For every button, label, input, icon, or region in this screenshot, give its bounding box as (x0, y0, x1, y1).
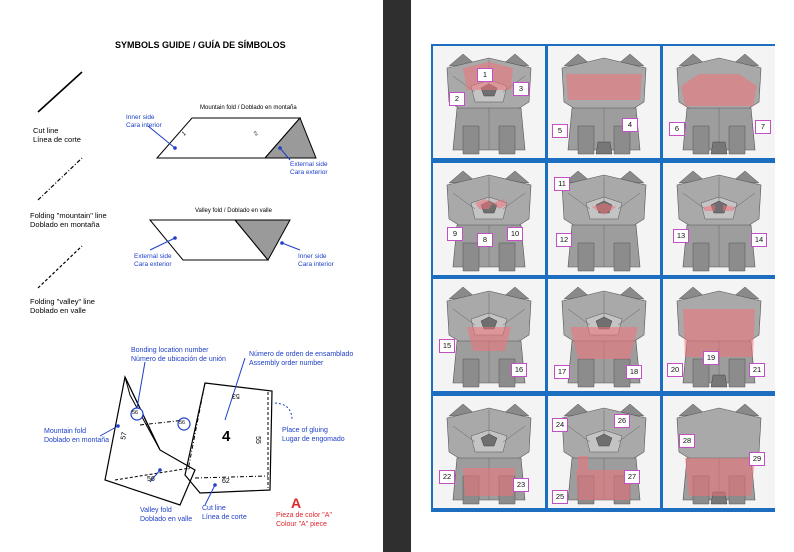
step-number-label: 25 (552, 490, 568, 504)
bulldog-model-image (433, 279, 545, 391)
symbols-guide-page: SYMBOLS GUIDE / GUÍA DE SÍMBOLOS Cut lin… (0, 0, 383, 552)
step-panel: 13 14 (663, 163, 775, 275)
bond-number-56b: 56 (179, 420, 185, 426)
external-side-label-2-es: Cara exterior (134, 261, 172, 268)
step-number-label: 2 (449, 92, 465, 106)
step-number-label: 10 (507, 227, 523, 241)
valley-line-sample (38, 246, 82, 288)
step-number-label: 9 (447, 227, 463, 241)
bulldog-model-image (663, 46, 775, 158)
bulldog-model-image (433, 163, 545, 275)
piece-left-outline (105, 377, 195, 505)
mountain-fold-title: Mountain fold / Doblado en montaña (200, 105, 297, 112)
inner-side-label-2-es: Cara interior (298, 261, 334, 268)
place-of-gluing-label-es: Lugar de engomado (282, 436, 345, 444)
external-side-label: External side (290, 161, 328, 168)
step-number-label: 28 (679, 434, 695, 448)
step-number-label: 24 (552, 418, 568, 432)
mountain-fold-label: Mountain fold (44, 428, 86, 436)
step-number-label: 29 (749, 452, 765, 466)
step-number-label: 8 (477, 233, 493, 247)
step-number-label: 21 (749, 363, 765, 377)
mountain-line-sample (38, 158, 82, 200)
guide-title: SYMBOLS GUIDE / GUÍA DE SÍMBOLOS (115, 40, 286, 50)
step-number-label: 7 (755, 120, 771, 134)
step-number-label: 1 (477, 68, 493, 82)
step-number-label: 15 (439, 339, 455, 353)
external-side-label-es: Cara exterior (290, 169, 328, 176)
cut-line-bottom-label-es: Línea de corte (202, 514, 247, 522)
step-number-label: 27 (624, 470, 640, 484)
bonding-location-label-es: Número de ubicación de unión (131, 356, 226, 364)
valley-fold-label-es: Doblado en valle (140, 516, 192, 524)
edge-number-62: 62 (222, 478, 230, 486)
bonding-location-label: Bonding location number (131, 347, 208, 355)
step-number-label: 18 (626, 365, 642, 379)
step-number-label: 16 (511, 363, 527, 377)
cut-line-sample (38, 72, 82, 112)
inner-side-label: Inner side (126, 114, 155, 121)
step-number-label: 22 (439, 470, 455, 484)
assembly-order-label: Assembly order number (249, 360, 323, 368)
mountain-fold-flap (265, 118, 316, 158)
step-number-label: 19 (703, 351, 719, 365)
piece-color-label: Colour "A" piece (276, 521, 327, 529)
edge-number-57: 57 (120, 431, 129, 440)
step-number-label: 12 (556, 233, 572, 247)
assembly-order-number: 4 (222, 428, 230, 445)
step-number-label: 5 (552, 124, 568, 138)
step-number-label: 17 (554, 365, 570, 379)
mountain-line-label-es: Doblado en montaña (30, 221, 100, 230)
mountain-fold-label-es: Doblado en montaña (44, 437, 109, 445)
valley-fold-label: Valley fold (140, 507, 172, 515)
inner-side-label-2: Inner side (298, 253, 327, 260)
step-number-label: 6 (669, 122, 685, 136)
piece-letter: A (291, 495, 301, 511)
cut-line-bottom-label: Cut line (202, 505, 226, 513)
step-panel: 19 20 21 (663, 279, 775, 391)
step-panel: 28 29 (663, 396, 775, 508)
guide-drawing (0, 0, 383, 552)
inner-side-label-es: Cara interior (126, 122, 162, 129)
bulldog-model-image (663, 163, 775, 275)
cut-line-label-es: Línea de corte (33, 136, 81, 145)
step-number-label: 4 (622, 118, 638, 132)
valley-line-label-es: Doblado en valle (30, 307, 86, 316)
step-number-label: 14 (751, 233, 767, 247)
assembly-order-label-es: Número de orden de ensamblado (249, 351, 353, 359)
valley-fold-title: Valley fold / Doblado en valle (195, 208, 272, 215)
bond-number-56a: 56 (132, 410, 138, 416)
step-number-label: 11 (554, 177, 570, 191)
step-panel: 24 25 26 27 (548, 396, 660, 508)
bulldog-model-image (548, 46, 660, 158)
piece-color-label-es: Pieza de color "A" (276, 512, 332, 520)
step-number-label: 20 (667, 363, 683, 377)
edge-number-55: 55 (253, 436, 261, 444)
step-panel: 22 23 (433, 396, 545, 508)
external-side-label-2: External side (134, 253, 172, 260)
place-of-gluing-label: Place of gluing (282, 427, 328, 435)
step-number-label: 26 (614, 414, 630, 428)
page-divider (383, 0, 411, 552)
valley-fold-flap (235, 220, 290, 260)
step-number-label: 3 (513, 82, 529, 96)
edge-number-53: 53 (232, 391, 240, 399)
step-number-label: 13 (673, 229, 689, 243)
step-panel: 11 12 (548, 163, 660, 275)
edge-number-56: 56 (147, 476, 155, 484)
step-number-label: 23 (513, 478, 529, 492)
